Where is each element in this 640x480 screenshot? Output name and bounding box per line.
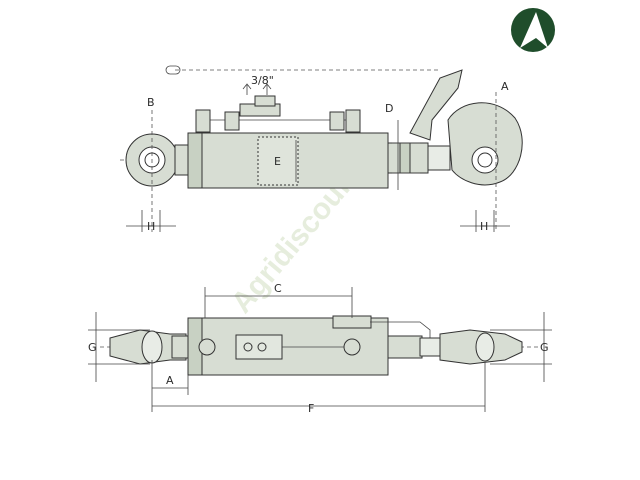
label-H-left: H: [147, 220, 155, 233]
label-D: D: [385, 102, 393, 115]
brand-logo: [511, 8, 555, 52]
label-A-bottom: A: [166, 374, 174, 387]
hook-end: [447, 102, 523, 186]
latch-lever: [409, 69, 463, 141]
side-view: C G G A F: [88, 282, 552, 415]
label-G-left: G: [88, 341, 97, 354]
label-G-right: G: [540, 341, 549, 354]
label-A-top: A: [501, 80, 509, 93]
label-B: B: [147, 96, 155, 109]
label-C: C: [274, 282, 282, 295]
label-H-right: H: [480, 220, 488, 233]
top-view: 3/8" A B D E H H: [120, 65, 523, 233]
label-F: F: [308, 402, 314, 415]
label-thread: 3/8": [251, 74, 274, 87]
label-E: E: [274, 155, 281, 168]
